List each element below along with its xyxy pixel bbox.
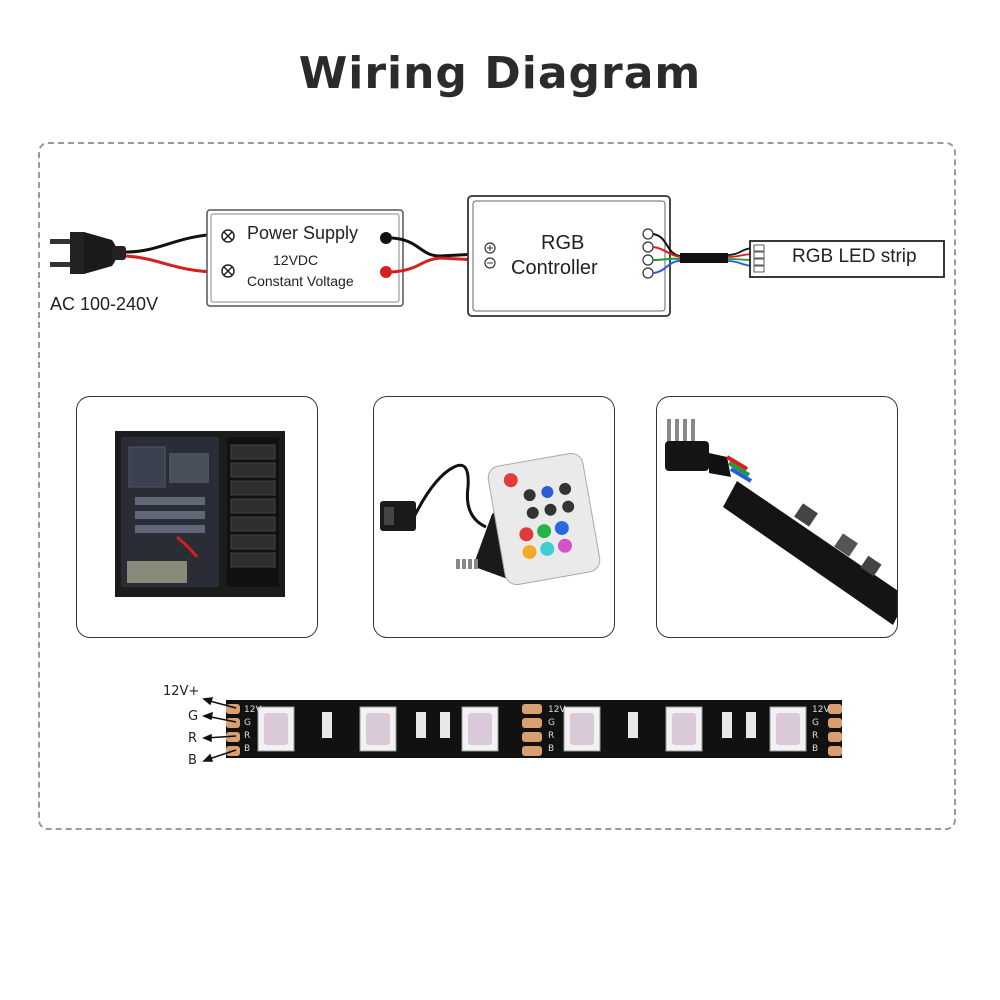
led-chip-lens <box>468 713 492 745</box>
pad-label-b: B <box>548 744 555 754</box>
pad-label-b: B <box>244 744 251 754</box>
dc-positive-terminal <box>380 266 392 278</box>
rgb-controller-box <box>467 195 671 317</box>
led-strip-label: RGB LED strip <box>792 246 917 267</box>
diagram-frame <box>38 142 956 830</box>
cable-sheath <box>680 253 728 263</box>
pad-labels-right: 12V G R B <box>812 704 830 756</box>
led-strip-box <box>749 240 945 278</box>
pin-label-g: G <box>188 709 199 724</box>
pc-case-photo <box>76 396 318 638</box>
pad-label-g: G <box>244 718 251 728</box>
power-supply-type: Constant Voltage <box>247 273 354 289</box>
led-chip-lens <box>672 713 696 745</box>
pin-label-12v: 12V+ <box>163 684 200 699</box>
page-title: Wiring Diagram <box>298 48 702 99</box>
pad-labels-left: 12V G R B <box>244 704 262 756</box>
controller-remote-photo <box>373 396 615 638</box>
strip-connector-photo <box>656 396 898 638</box>
pin-label-r: R <box>188 731 198 746</box>
pad-label-12v: 12V <box>548 705 566 715</box>
remote-controller-icon <box>380 452 601 586</box>
pad-label-g: G <box>548 718 555 728</box>
pc-case-icon <box>115 431 285 597</box>
led-chip-lens <box>570 713 594 745</box>
pad-label-12v: 12V <box>812 705 830 715</box>
controller-label-line2: Controller <box>511 257 598 279</box>
controller-input-terminals <box>484 242 496 269</box>
pad-label-b: B <box>812 744 819 754</box>
pin-label-b: B <box>188 753 197 768</box>
led-chip-lens <box>264 713 288 745</box>
strip-connector-pads <box>753 244 765 273</box>
pad-label-12v: 12V <box>244 705 262 715</box>
ac-plug-icon <box>50 232 126 274</box>
led-chip-lens <box>366 713 390 745</box>
ac-voltage-label: AC 100-240V <box>50 294 159 314</box>
power-supply-name: Power Supply <box>247 223 359 243</box>
strip-connector-icon <box>665 419 897 625</box>
led-chip-lens <box>776 713 800 745</box>
pad-label-r: R <box>244 731 251 741</box>
pad-labels-middle: 12V G R B <box>548 704 566 756</box>
power-supply-voltage: 12VDC <box>273 252 319 268</box>
power-supply-box <box>206 209 404 307</box>
pad-label-r: R <box>812 731 819 741</box>
pad-label-g: G <box>812 718 819 728</box>
pad-label-r: R <box>548 731 555 741</box>
terminal-screw-icon <box>221 229 235 278</box>
dc-negative-terminal <box>380 232 392 244</box>
controller-label-line1: RGB <box>541 232 585 254</box>
